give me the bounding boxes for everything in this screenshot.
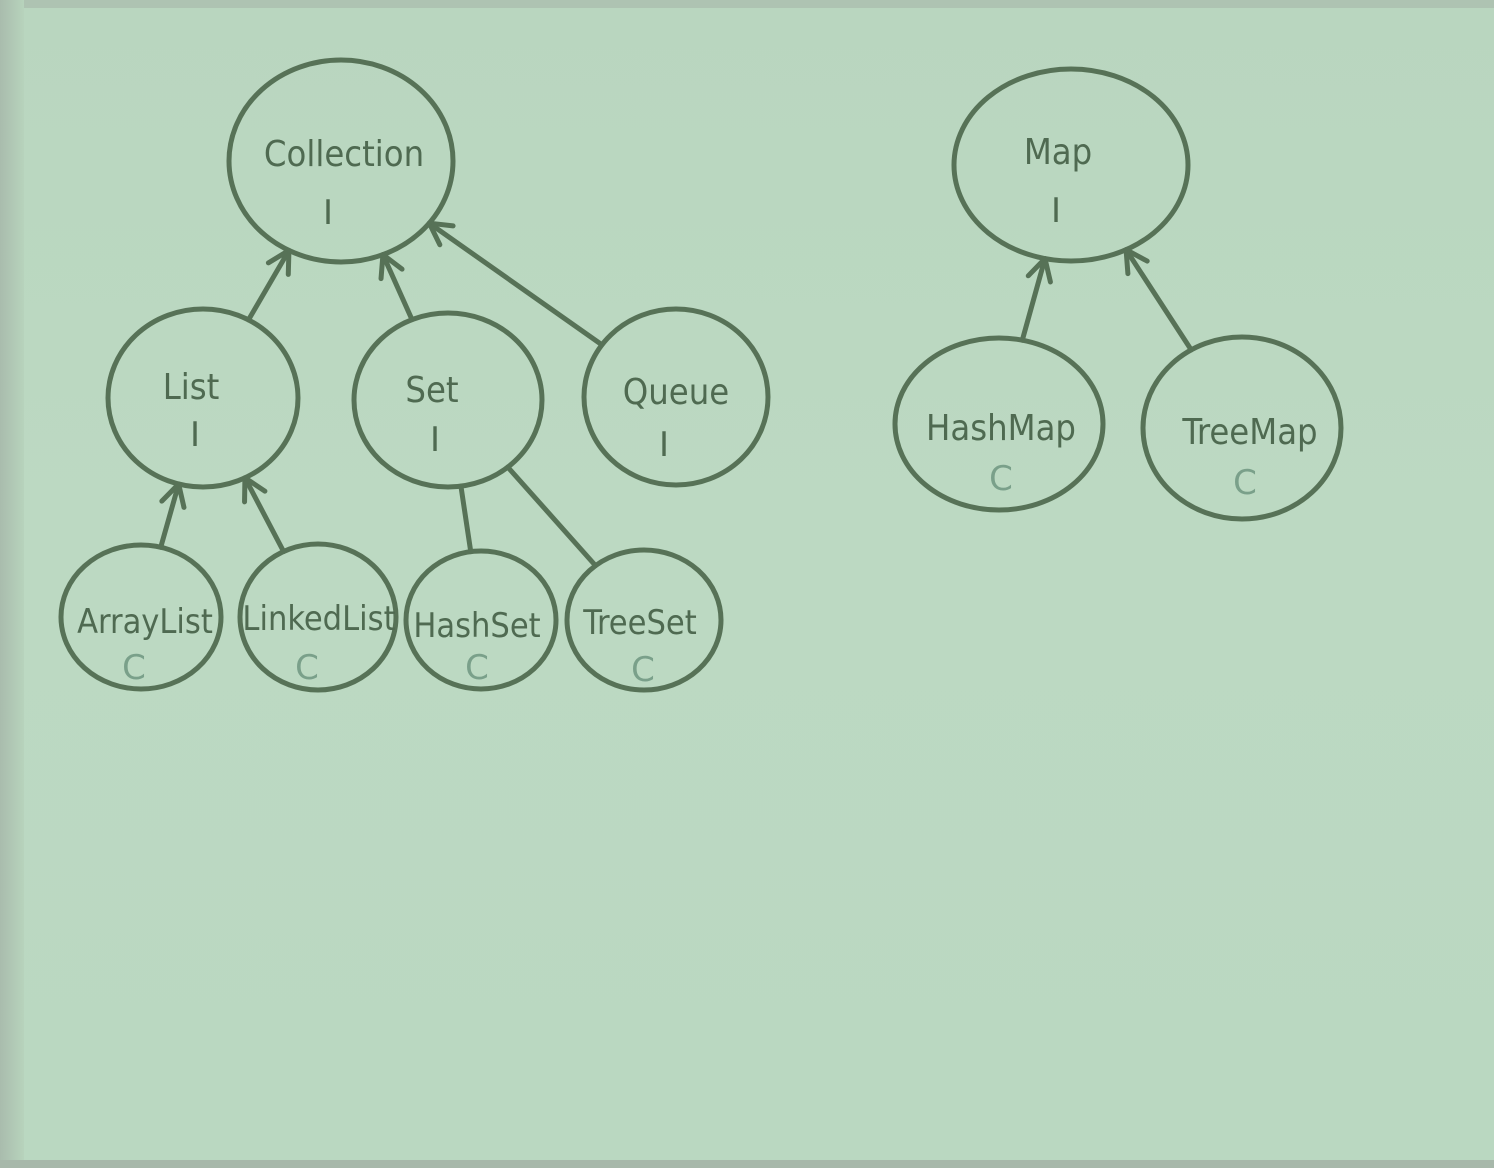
node-set: Set I	[351, 310, 545, 490]
node-queue: Queue I	[581, 306, 771, 488]
node-set-name: Set	[405, 370, 458, 411]
node-linkedlist-kind: C	[295, 648, 319, 688]
edge-treemap-to-map	[1123, 247, 1194, 353]
node-linkedlist-name: LinkedList	[242, 599, 395, 639]
node-hashset-name: HashSet	[413, 606, 540, 646]
node-linkedlist-ellipse	[237, 541, 399, 693]
node-collection-name: Collection	[264, 134, 424, 175]
node-set-kind: I	[430, 420, 440, 460]
node-treeset-ellipse	[564, 547, 724, 693]
edge-treeset-to-set	[505, 464, 599, 569]
node-treeset: TreeSet C	[564, 547, 724, 693]
node-hashset-ellipse	[403, 548, 559, 692]
edge-hashset-to-set	[458, 483, 474, 555]
node-collection-ellipse	[226, 57, 456, 265]
node-treemap: TreeMap C	[1140, 334, 1344, 522]
edge-queue-to-collection	[426, 220, 605, 348]
node-collection-kind: I	[323, 193, 333, 233]
slide-edge-top	[0, 0, 1494, 8]
node-list-ellipse	[105, 306, 301, 490]
node-hashmap-kind: C	[989, 459, 1013, 499]
edge-set-to-collection	[380, 252, 415, 323]
slide-edge-left	[0, 0, 24, 1168]
node-hashset-kind: C	[465, 648, 489, 688]
node-treemap-kind: C	[1233, 463, 1257, 503]
node-hashmap: HashMap C	[892, 335, 1106, 513]
node-arraylist-ellipse	[58, 542, 224, 692]
node-list: List I	[105, 306, 301, 490]
node-map: Map I	[951, 66, 1191, 264]
node-arraylist-name: ArrayList	[77, 602, 213, 642]
node-treemap-name: TreeMap	[1181, 412, 1317, 453]
node-hashmap-ellipse	[892, 335, 1106, 513]
node-treeset-kind: C	[631, 650, 655, 690]
node-queue-name: Queue	[623, 372, 729, 413]
node-set-ellipse	[351, 310, 545, 490]
node-hashset: HashSet C	[403, 548, 559, 692]
slide-edge-bottom	[0, 1160, 1494, 1168]
node-collection: Collection I	[226, 57, 456, 265]
node-list-kind: I	[190, 415, 200, 455]
node-queue-ellipse	[581, 306, 771, 488]
edge-linkedlist-to-list	[242, 475, 287, 554]
node-arraylist: ArrayList C	[58, 542, 224, 692]
node-arraylist-kind: C	[122, 648, 146, 688]
node-linkedlist: LinkedList C	[237, 541, 399, 693]
node-map-kind: I	[1051, 191, 1061, 231]
edge-hashmap-to-map	[1019, 256, 1048, 343]
node-treeset-name: TreeSet	[582, 603, 696, 643]
node-hashmap-name: HashMap	[926, 408, 1076, 449]
edge-list-to-collection	[245, 247, 292, 323]
node-queue-kind: I	[659, 425, 669, 465]
edge-arraylist-to-list	[158, 481, 182, 550]
node-map-ellipse	[951, 66, 1191, 264]
node-map-name: Map	[1024, 132, 1092, 173]
node-list-name: List	[163, 367, 220, 408]
node-treemap-ellipse	[1140, 334, 1344, 522]
